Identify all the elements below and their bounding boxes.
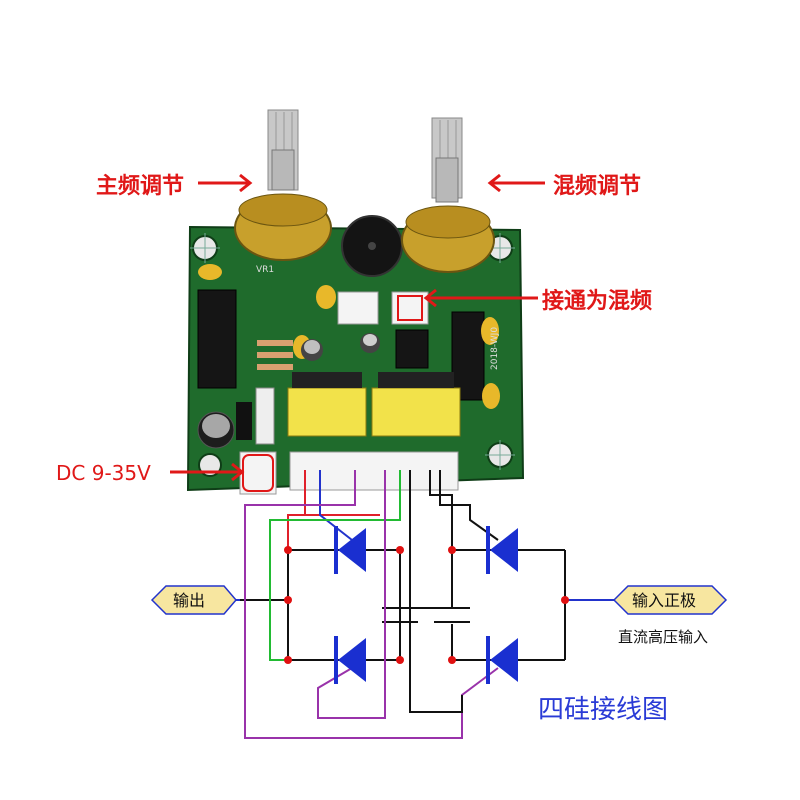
transformer-core [378,372,454,388]
label-input-positive: 输入正极 [632,591,696,610]
left-arrow-icon [198,173,253,193]
capacitor-icon [382,607,418,623]
ceramic-capacitor [316,285,336,309]
ceramic-capacitor [198,264,222,280]
transistor [236,402,252,440]
resistor [257,340,293,346]
transformer [371,387,461,437]
resistor [257,364,293,370]
electrolytic-capacitor [197,411,235,449]
diode-icon [334,526,366,574]
mounting-hole [485,440,515,470]
pcb-board: VR1 2018-WJ0 [186,215,525,495]
resistor [257,352,293,358]
buzzer [341,215,403,277]
jumper-highlight [397,295,423,321]
electrolytic-capacitor [301,339,323,361]
label-main-freq: 主频调节 [96,174,184,199]
capacitor-icon [434,607,470,623]
diode-icon [486,526,518,574]
input-positive-tag: 输入正极 [612,585,728,615]
junction-nodes [284,546,569,664]
ceramic-capacitor [481,317,499,345]
potentiometer-mix[interactable] [401,117,495,273]
label-connect-mix: 接通为混频 [542,289,652,314]
right-arrow-icon [170,462,245,482]
power-connector [239,451,277,495]
ic-chip [395,329,429,369]
label-dc-hv-input: 直流高压输入 [618,628,708,646]
left-arrow-icon [423,288,538,308]
ceramic-capacitor [482,383,500,409]
potentiometer-main[interactable] [234,109,332,261]
electrolytic-capacitor [360,333,380,353]
output-tag: 输出 [150,585,237,615]
heatsink [255,387,275,445]
transformer [287,387,367,437]
mounting-hole [190,233,220,263]
label-output: 输出 [173,591,205,610]
left-arrow-icon [487,173,545,193]
silk-vr-label: VR1 [256,265,274,275]
silk-model-label: 2018-WJ0 [490,327,500,370]
ic-chip [197,289,237,389]
output-connector [289,451,459,491]
label-mix-freq: 混频调节 [553,174,641,199]
ic-chip [451,311,485,401]
label-dc-supply: DC 9-35V [56,461,151,485]
diagram-title: 四硅接线图 [538,695,668,725]
bridge-wires [232,470,616,661]
diode-icon [486,636,518,684]
diode-icon [334,636,366,684]
mix-connector [337,291,379,325]
transformer-core [292,372,362,388]
